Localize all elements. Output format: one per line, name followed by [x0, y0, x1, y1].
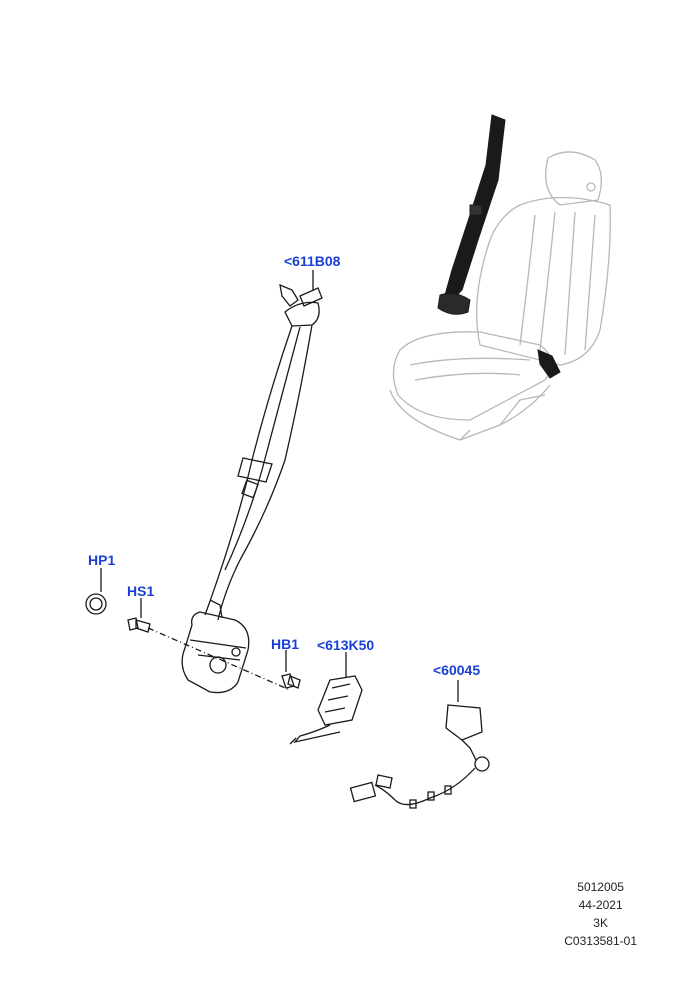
callout-pretensioner[interactable]: <613K50: [317, 637, 375, 653]
seat-belt-highlight: [437, 114, 561, 379]
callout-hb1[interactable]: HB1: [271, 636, 300, 652]
footer-line-2: 44-2021: [578, 898, 623, 912]
pretensioner-part: [289, 652, 363, 745]
callout-hp1[interactable]: HP1: [88, 552, 116, 568]
footer-line-1: 5012005: [577, 880, 624, 894]
footer-line-4: C0313581-01: [564, 934, 637, 948]
callout-buckle[interactable]: <60045: [433, 662, 481, 678]
callout-hs1[interactable]: HS1: [127, 583, 155, 599]
seat-belt-assembly: [147, 270, 323, 694]
footer-line-3: 3K: [593, 916, 608, 930]
seat-illustration: [389, 151, 611, 441]
buckle-part: [349, 680, 490, 809]
hb1-bolt: [281, 650, 301, 689]
drawing-reference-block: 5012005 44-2021 3K C0313581-01: [564, 878, 637, 950]
hs1-bolt: [127, 598, 151, 633]
hp1-cap: [85, 568, 107, 615]
callout-seatbelt[interactable]: <611B08: [284, 253, 341, 269]
